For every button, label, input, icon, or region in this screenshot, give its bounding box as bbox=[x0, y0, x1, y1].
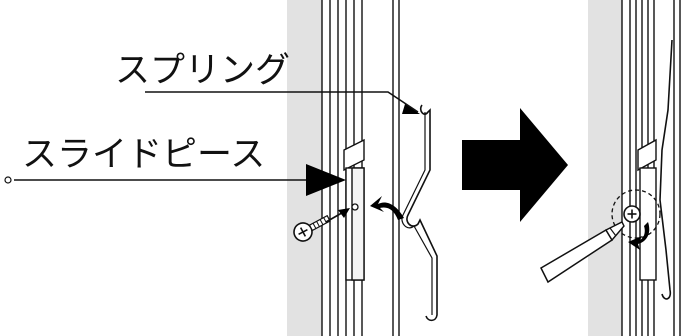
left-wall-panel bbox=[287, 0, 322, 336]
slide-piece-callout: スライドピース bbox=[4, 135, 346, 196]
spring-callout: スプリング bbox=[115, 51, 420, 114]
slide-piece-part bbox=[343, 138, 365, 281]
right-assembly bbox=[540, 0, 681, 336]
screw-icon bbox=[293, 214, 331, 242]
right-frame-rails bbox=[621, 0, 681, 336]
right-slide-piece bbox=[637, 138, 657, 281]
right-spring-wire bbox=[659, 39, 673, 300]
left-assembly bbox=[287, 0, 438, 336]
spring-hook-arrow bbox=[370, 196, 404, 220]
spring-wire bbox=[406, 104, 438, 322]
rotate-arrow-icon bbox=[628, 222, 650, 250]
right-wall-panel bbox=[588, 0, 622, 336]
spring-label: スプリング bbox=[115, 51, 290, 91]
big-right-arrow bbox=[462, 108, 568, 222]
installed-screw-icon bbox=[623, 205, 641, 223]
screw-insert-arrow bbox=[325, 208, 350, 223]
slide-piece-label: スライドピース bbox=[22, 135, 265, 175]
spring-wire-inner bbox=[401, 112, 433, 315]
screwdriver-icon bbox=[540, 221, 625, 284]
callout-dot bbox=[4, 176, 12, 184]
focus-circle bbox=[611, 189, 661, 239]
screw-hole bbox=[351, 203, 359, 211]
